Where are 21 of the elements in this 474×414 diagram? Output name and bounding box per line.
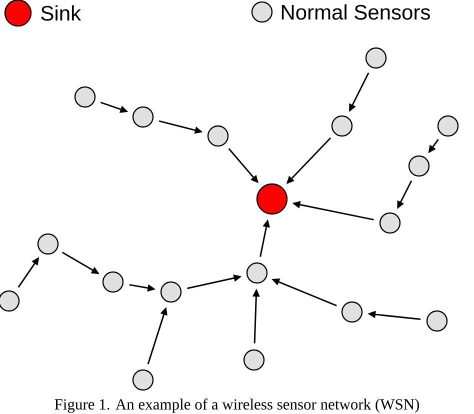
sensor-node bbox=[426, 310, 448, 332]
sensor-node bbox=[341, 301, 363, 323]
sensor-node bbox=[207, 125, 229, 147]
sensor-node bbox=[132, 106, 154, 128]
legend-label: Normal Sensors bbox=[282, 4, 430, 20]
sensor-node bbox=[160, 281, 182, 303]
sink-node bbox=[256, 183, 288, 215]
sensor-node bbox=[379, 212, 401, 234]
sensor-node bbox=[243, 349, 265, 371]
sensor-node bbox=[0, 290, 20, 312]
sensor-node bbox=[331, 115, 353, 137]
sensor-node bbox=[408, 155, 430, 177]
sensor-node bbox=[74, 86, 96, 108]
legend-label: Sink bbox=[41, 5, 82, 21]
sensor-node bbox=[37, 233, 59, 255]
caption: Figure 1. An example of a wireless sensor network (WSN) bbox=[54, 398, 420, 413]
sensor-node bbox=[246, 262, 268, 284]
sensor-node bbox=[102, 271, 124, 293]
sensor-node bbox=[132, 369, 154, 391]
sensor-node bbox=[365, 47, 387, 69]
sensor-node bbox=[437, 115, 459, 137]
